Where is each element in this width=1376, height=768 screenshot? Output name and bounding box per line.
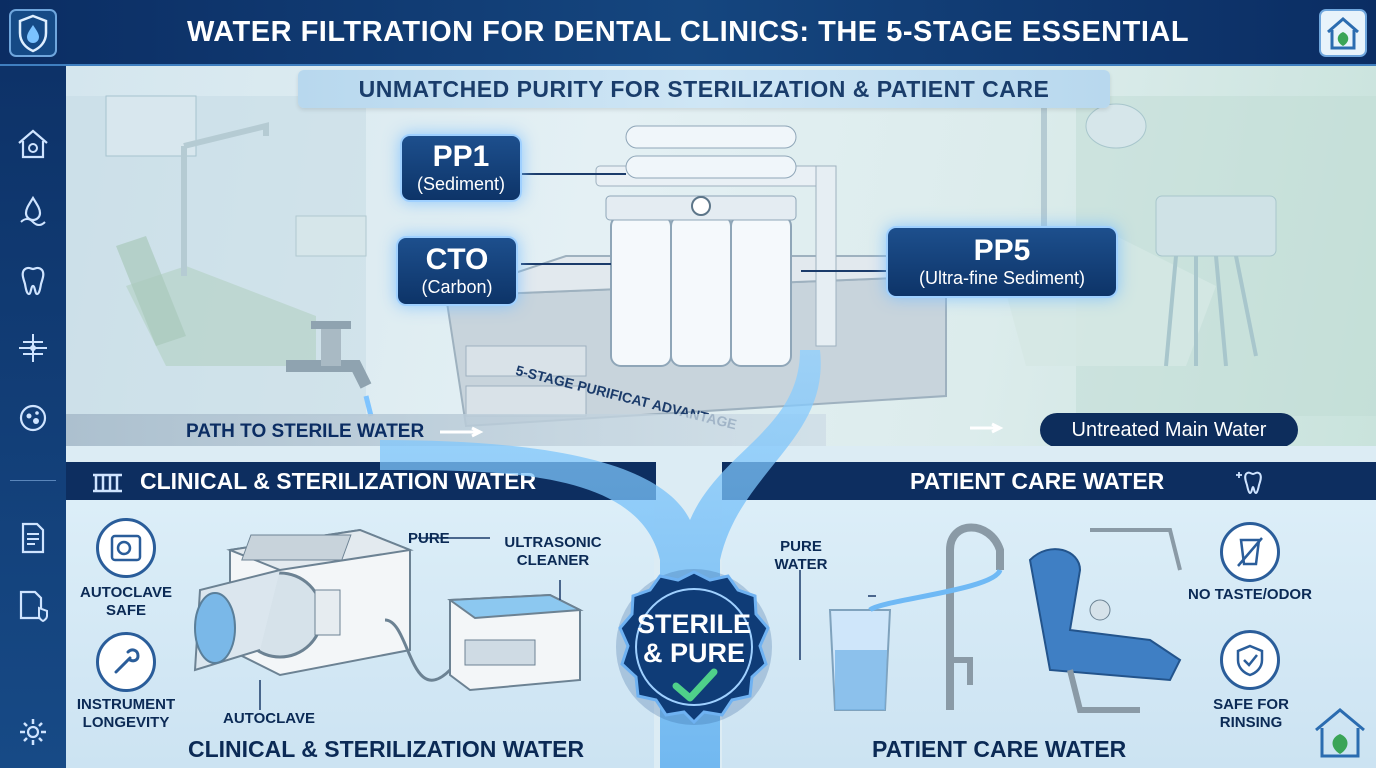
eco-home-icon xyxy=(1319,9,1367,57)
bacteria-icon[interactable] xyxy=(13,396,53,436)
stage-pp5-label: PP5 (Ultra-fine Sediment) xyxy=(886,226,1118,298)
autoclave-label: AUTOCLAVE xyxy=(223,710,315,727)
ultrasonic-cleaner-label: ULTRASONIC CLEANER xyxy=(504,534,602,569)
instrument-icon xyxy=(96,632,156,692)
sterile-pure-badge: STERILE & PURE xyxy=(620,610,768,668)
instrument-longevity-label: INSTRUMENT LONGEVITY xyxy=(76,696,176,731)
clinic-scene: UNMATCHED PURITY FOR STERILIZATION & PAT… xyxy=(66,66,1376,446)
water-drop-icon[interactable] xyxy=(13,192,53,232)
safe-rinsing-label: SAFE FOR RINSING xyxy=(1213,696,1289,731)
clinical-header-text: CLINICAL & STERILIZATION WATER xyxy=(140,467,537,494)
stage-name: CTO xyxy=(425,243,489,276)
sidebar-divider xyxy=(10,480,56,481)
gear-icon[interactable] xyxy=(13,712,53,752)
pure-label: PURE xyxy=(408,530,450,547)
shield-water-drop-icon xyxy=(9,9,57,57)
no-taste-label: NO TASTE/ODOR xyxy=(1188,586,1312,603)
badge-line1: STERILE xyxy=(636,609,751,639)
path-bar xyxy=(66,414,826,446)
page-title: WATER FILTRATION FOR DENTAL CLINICS: THE… xyxy=(186,15,1190,48)
shield-document-icon[interactable] xyxy=(13,586,53,626)
patient-header-text: PATIENT CARE WATER xyxy=(910,467,1165,494)
pure-water-label: PURE WATER xyxy=(774,538,828,573)
path-label: PATH TO STERILE WATER xyxy=(186,421,425,442)
clinical-bottom-title: CLINICAL & STERILIZATION WATER xyxy=(188,736,585,762)
eco-home-corner-icon xyxy=(1315,708,1365,758)
stage-desc: (Ultra-fine Sediment) xyxy=(918,268,1086,288)
header-bar: WATER FILTRATION FOR DENTAL CLINICS: THE… xyxy=(0,0,1376,66)
stage-desc: (Carbon) xyxy=(421,277,493,297)
shield-check-icon xyxy=(1220,630,1280,690)
autoclave-safe-label: AUTOCLAVE SAFE xyxy=(80,584,172,619)
faucet-chair-illustration xyxy=(799,523,1182,713)
stage-name: PP5 xyxy=(973,234,1031,267)
sidebar xyxy=(0,66,66,768)
autoclave-safe-icon xyxy=(96,518,156,578)
no-taste-icon xyxy=(1220,522,1280,582)
stage-desc: (Sediment) xyxy=(416,174,506,194)
document-icon[interactable] xyxy=(13,518,53,558)
filter-icon[interactable] xyxy=(13,328,53,368)
stage-name: PP1 xyxy=(432,140,490,173)
subtitle-banner: UNMATCHED PURITY FOR STERILIZATION & PAT… xyxy=(298,70,1110,108)
badge-line2: & PURE xyxy=(642,638,745,668)
autoclave-ultrasonic-illustration xyxy=(193,528,584,710)
home-icon[interactable] xyxy=(13,124,53,164)
subtitle-text: UNMATCHED PURITY FOR STERILIZATION & PAT… xyxy=(358,75,1050,102)
stage-cto-label: CTO (Carbon) xyxy=(396,236,518,306)
patient-section-header: PATIENT CARE WATER xyxy=(722,462,1376,500)
untreated-water-pill: Untreated Main Water xyxy=(1040,413,1298,446)
stage-pp1-label: PP1 (Sediment) xyxy=(400,134,522,202)
tooth-icon[interactable] xyxy=(13,260,53,300)
sparkle-tooth-icon xyxy=(1236,471,1262,495)
patient-bottom-title: PATIENT CARE WATER xyxy=(872,736,1127,762)
test-tubes-icon xyxy=(93,473,122,493)
